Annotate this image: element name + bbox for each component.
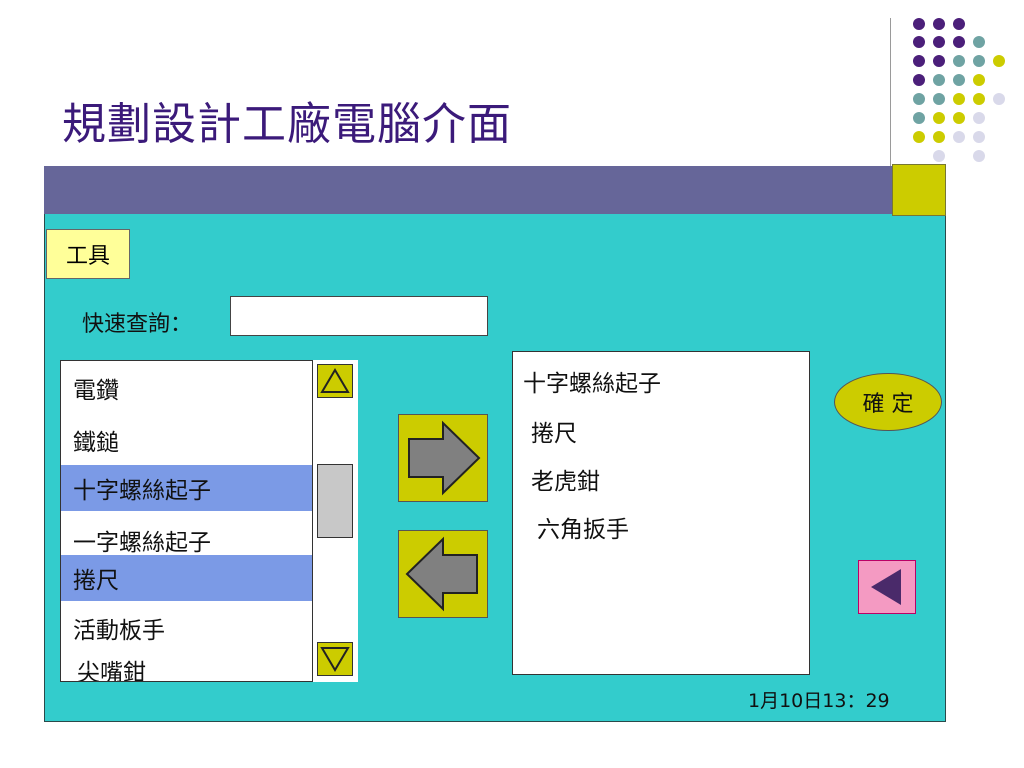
dot (973, 112, 985, 124)
dot (913, 36, 925, 48)
move-right-button[interactable] (398, 414, 488, 502)
dot (933, 150, 945, 162)
selected-list[interactable]: 十字螺絲起子 捲尺 老虎鉗 六角扳手 (512, 351, 810, 675)
dot (913, 18, 925, 30)
dot (973, 131, 985, 143)
corner-box (892, 164, 946, 216)
dot (913, 55, 925, 67)
dot (973, 55, 985, 67)
tool-tab[interactable]: 工具 (46, 229, 130, 279)
header-banner (44, 166, 892, 214)
dot (973, 74, 985, 86)
dot (913, 112, 925, 124)
list-scrollbar[interactable] (312, 360, 358, 682)
dot (953, 112, 965, 124)
dot (993, 55, 1005, 67)
move-left-button[interactable] (398, 530, 488, 618)
list-item[interactable]: 一字螺絲起子 (73, 530, 211, 556)
list-item[interactable]: 捲尺 (531, 421, 577, 447)
clock: 1月10日13：29 (748, 690, 890, 712)
dot (973, 150, 985, 162)
triangle-down-icon (320, 647, 350, 672)
dot (933, 131, 945, 143)
search-input[interactable] (230, 296, 488, 336)
confirm-button[interactable]: 確 定 (834, 373, 942, 431)
scroll-up-button[interactable] (317, 364, 353, 398)
triangle-up-icon (320, 368, 350, 393)
dot (913, 93, 925, 105)
dot (933, 55, 945, 67)
dot (993, 93, 1005, 105)
page-title: 規劃設計工廠電腦介面 (62, 99, 512, 150)
list-item[interactable]: 電鑽 (73, 378, 119, 404)
dot (953, 74, 965, 86)
dot (973, 36, 985, 48)
triangle-left-icon (871, 569, 901, 605)
dot (933, 112, 945, 124)
search-label: 快速查詢： (82, 312, 193, 337)
dot (933, 74, 945, 86)
tool-list[interactable]: 電鑽 鐵鎚 十字螺絲起子 一字螺絲起子 捲尺 活動板手 尖嘴鉗 (60, 360, 358, 682)
dot (933, 36, 945, 48)
list-item[interactable]: 老虎鉗 (531, 469, 600, 495)
dot (953, 36, 965, 48)
scroll-thumb[interactable] (317, 464, 353, 538)
dot (913, 74, 925, 86)
arrow-left-icon (405, 536, 478, 612)
confirm-button-label: 確 定 (862, 392, 914, 417)
dot (953, 131, 965, 143)
list-item[interactable]: 尖嘴鉗 (77, 660, 146, 682)
back-button[interactable] (858, 560, 916, 614)
dot (953, 55, 965, 67)
dot (973, 93, 985, 105)
dot (933, 18, 945, 30)
arrow-right-icon (408, 420, 481, 496)
dot (913, 131, 925, 143)
list-item[interactable]: 捲尺 (61, 555, 312, 601)
dot (953, 93, 965, 105)
list-item[interactable]: 十字螺絲起子 (61, 465, 312, 511)
list-item[interactable]: 鐵鎚 (73, 430, 119, 456)
scroll-down-button[interactable] (317, 642, 353, 676)
dot (933, 93, 945, 105)
list-item[interactable]: 活動板手 (73, 618, 165, 644)
divider-line (890, 18, 891, 218)
list-item[interactable]: 六角扳手 (537, 517, 629, 543)
list-item[interactable]: 十字螺絲起子 (523, 371, 661, 397)
dot (953, 18, 965, 30)
tool-tab-label: 工具 (65, 244, 110, 269)
